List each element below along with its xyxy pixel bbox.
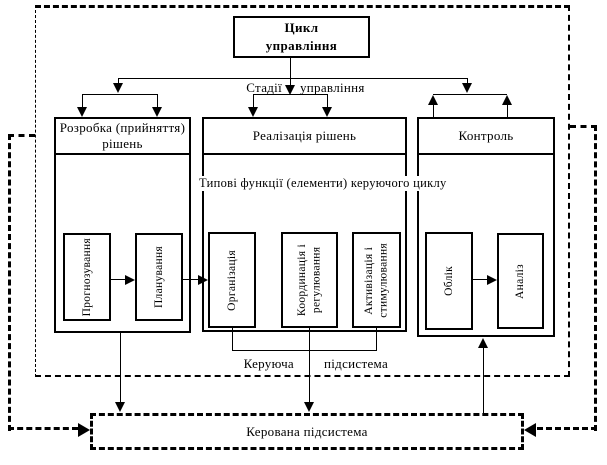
arrowhead-into-implementation-a-icon [248,107,258,117]
function-box-accounting: Облік [425,232,473,330]
bracket-middle-stub-a [253,94,254,108]
bracket-middle-stub-b [327,94,328,108]
arrowhead-managed-to-control-icon [478,338,488,348]
function-box-organization: Організація [208,232,256,328]
feedback-path-right-vertical [594,125,597,431]
arrowhead-title-down-icon [285,85,295,95]
arrowhead-accounting-to-analysis-icon [487,275,497,285]
function-box-coordination-regulation: Координація і регулювання [281,232,338,328]
drop-activation [376,328,377,350]
collector-bracket [232,350,377,351]
cycle-title-box: Цикл управління [233,16,370,58]
feedback-path-left-vertical [8,134,11,431]
arrowhead-forecast-to-planning-icon [125,275,135,285]
connector-left-drop [118,78,119,84]
functions-caption: Типові функції (елементи) керуючого цикл… [196,176,450,191]
bracket-right-stub-a [433,105,434,117]
feedback-path-left-top [8,134,35,137]
managed-subsystem-box: Керована підсистема [90,413,524,450]
feedback-path-right-bottom [537,427,597,430]
function-label-activation-stimulation: Активізація і стимулювання [363,242,390,318]
stage-header-control: Контроль [419,119,553,155]
bracket-right [433,94,507,95]
stages-label-right: управління [300,80,365,95]
function-label-coordination-regulation: Координація і регулювання [296,243,323,317]
connector-distribution [118,78,467,79]
function-box-analysis: Аналіз [497,233,544,329]
drop-development-to-managed [120,333,121,402]
stage-header-development: Розробка (прийняття) рішень [56,119,189,155]
feedback-path-left-bottom [8,427,78,430]
arrowhead-left-drop-icon [113,83,123,93]
arrowhead-right-drop-icon [462,83,472,93]
drop-center-to-managed [309,328,310,402]
function-label-planning: Планування [152,245,165,309]
bracket-left-stub-a [82,94,83,108]
connector-forecast-to-planning [111,279,125,280]
bracket-left-stub-b [157,94,158,108]
connector-right-drop [467,78,468,84]
function-label-forecasting: Прогнозування [80,237,93,317]
bracket-left [82,94,157,95]
connector-title-trunk [290,58,291,86]
arrowhead-feedback-left-icon [78,423,90,437]
arrowhead-center-to-managed-icon [304,402,314,412]
function-label-analysis: Аналіз [514,263,527,299]
function-label-organization: Організація [225,249,238,311]
managed-subsystem-label: Керована підсистема [246,423,368,439]
managing-subsystem-boundary [35,5,570,377]
connector-planning-to-organization [183,279,198,280]
stages-label-left: Стадії [246,80,282,95]
arrowhead-into-implementation-b-icon [322,107,332,117]
function-box-forecasting: Прогнозування [63,233,111,321]
arrowhead-from-control-a-icon [428,95,438,105]
arrowhead-planning-to-organization-icon [198,275,208,285]
arrowhead-feedback-right-icon [524,423,536,437]
connector-managed-to-control [483,348,484,413]
arrowhead-development-to-managed-icon [115,402,125,412]
arrowhead-into-development-a-icon [77,107,87,117]
drop-organization [232,328,233,350]
stage-header-implementation: Реалізація рішень [204,119,405,155]
function-box-planning: Планування [135,233,183,321]
managing-subsystem-label-right: підсистема [324,356,389,371]
function-label-accounting: Облік [442,266,455,296]
bracket-right-stub-b [507,105,508,117]
connector-accounting-to-analysis [473,279,487,280]
managing-subsystem-label-left: Керуюча [243,356,294,371]
function-box-activation-stimulation: Активізація і стимулювання [352,232,401,328]
arrowhead-into-development-b-icon [152,107,162,117]
arrowhead-from-control-b-icon [502,95,512,105]
feedback-path-right-top [570,125,597,128]
